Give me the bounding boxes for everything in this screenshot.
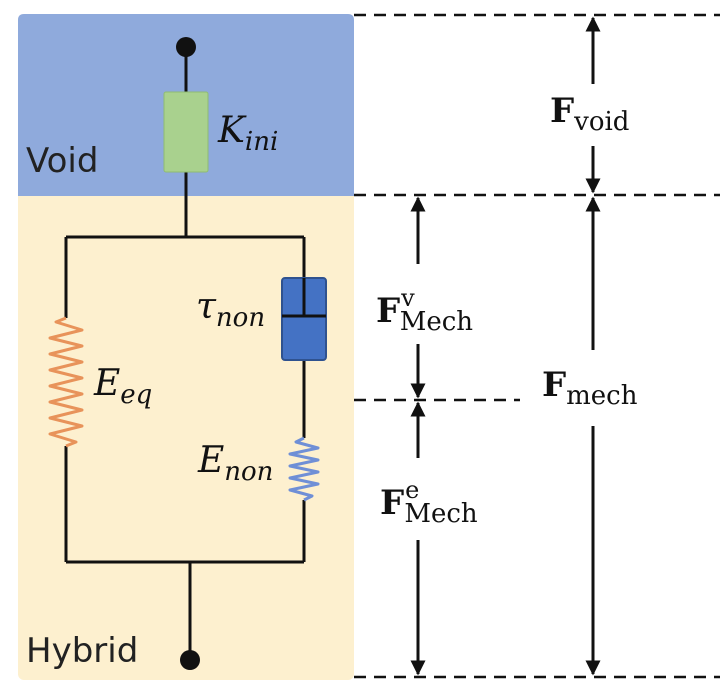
nonequilibrium-spring-label: Enon <box>197 440 273 487</box>
top-terminal-node <box>176 37 196 57</box>
bottom-terminal-node <box>180 650 200 670</box>
void-force-label: Fvoid <box>550 91 629 137</box>
hybrid-label: Hybrid <box>26 631 138 671</box>
nonequilibrium-spring <box>288 436 320 502</box>
equilibrium-spring <box>48 316 84 448</box>
dashpot-element <box>281 277 327 361</box>
mechanical-force-label: Fmech <box>542 365 638 411</box>
dashpot-label: τnon <box>196 286 265 333</box>
initial-stiffness-label: Kini <box>217 110 278 157</box>
circuit-wiring <box>64 47 306 660</box>
void-label: Void <box>26 141 98 181</box>
dashed-reference-lines <box>354 13 720 679</box>
initial-stiffness-element <box>163 91 209 173</box>
equilibrium-spring-label: Eeq <box>93 363 152 410</box>
